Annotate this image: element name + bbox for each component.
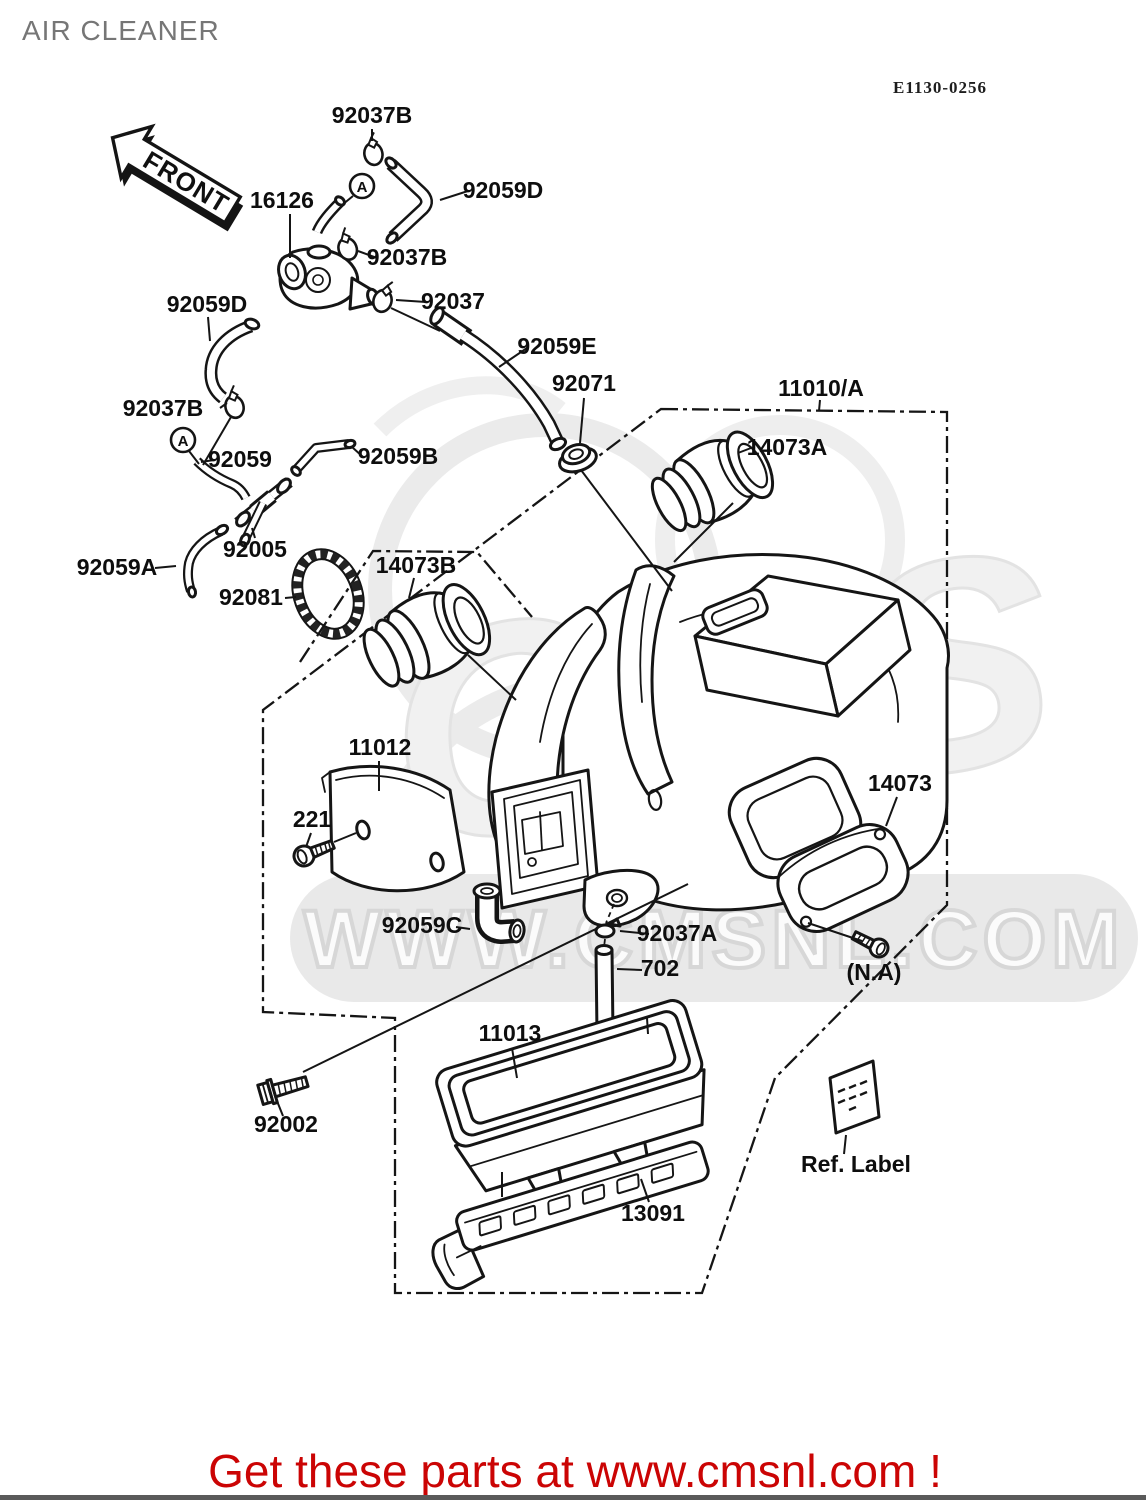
filter-tray-11013 (435, 999, 706, 1195)
detail-marker-a2: A (169, 426, 197, 454)
front-direction-arrow: FRONT (110, 123, 244, 232)
filter-element-13091 (431, 1140, 710, 1291)
callout-92081: 92081 (219, 584, 283, 610)
callout-92037: 92037 (421, 288, 485, 314)
callout-92005: 92005 (223, 536, 287, 562)
callout-11010a: 11010/A (778, 375, 864, 401)
diagram-code: E1130-0256 (893, 78, 987, 97)
duct-14073a (650, 430, 775, 533)
callout-702: 702 (641, 955, 679, 981)
callout-14073a: 14073A (747, 434, 828, 460)
bolt-92002 (256, 1075, 310, 1106)
bottom-edge-bar (0, 1495, 1146, 1500)
leader-92037a-up (605, 903, 615, 924)
callout-14073: 14073 (868, 770, 932, 796)
part-callouts: 92037B 92059D 16126 92037B 92037 92059D … (77, 102, 932, 1226)
assembly-box-14073b (299, 549, 533, 663)
callout-92071: 92071 (552, 370, 616, 396)
clamp-92037b-left (219, 383, 248, 422)
screw-na (850, 930, 890, 959)
side-plate-14073 (776, 823, 910, 933)
callout-92059b: 92059B (358, 443, 439, 469)
callout-13091: 13091 (621, 1200, 685, 1226)
detail-marker-a1: A (348, 172, 376, 200)
leader-lines (154, 129, 898, 1203)
callout-92059a: 92059A (77, 554, 158, 580)
callout-92037b-left: 92037B (123, 395, 204, 421)
callout-ref-label: Ref. Label (801, 1151, 911, 1177)
grommet-92071 (558, 443, 598, 474)
callout-92037a: 92037A (637, 920, 718, 946)
callout-11013: 11013 (479, 1020, 542, 1046)
footer-promo-text: Get these parts at www.cmsnl.com ! (208, 1445, 942, 1497)
duct-14073b (362, 583, 492, 688)
elbow-92059c (472, 882, 526, 944)
callout-11012: 11012 (349, 734, 412, 760)
callout-92059e: 92059E (517, 333, 596, 359)
callout-14073b: 14073B (376, 552, 457, 578)
screw-221 (292, 839, 336, 868)
watermark-swirl (373, 376, 566, 437)
callout-92037b-top: 92037B (332, 102, 413, 128)
ring-92081 (291, 548, 365, 640)
leader-702-up (603, 938, 606, 948)
front-arrow-shape (110, 123, 243, 226)
cover-plate-11012 (321, 764, 466, 893)
callout-16126: 16126 (250, 187, 314, 213)
valve-16126 (277, 244, 380, 311)
callout-92059c: 92059C (382, 912, 463, 938)
ref-label-sticker (828, 1059, 881, 1135)
clip-92037a (594, 917, 622, 939)
callout-na: (N.A) (847, 959, 902, 985)
svg-text:A: A (178, 433, 189, 450)
callout-92059d-right: 92059D (463, 177, 544, 203)
page-title: AIR CLEANER (22, 15, 220, 46)
callout-92037b-mid: 92037B (367, 244, 448, 270)
svg-text:A: A (357, 179, 368, 196)
callout-92002: 92002 (254, 1111, 318, 1137)
callout-221: 221 (293, 806, 332, 832)
leader-92002 (302, 883, 689, 1073)
callout-92059: 92059 (208, 446, 272, 472)
callout-92059d-left: 92059D (167, 291, 248, 317)
breather-hoses (182, 156, 568, 599)
housing-body-11010 (487, 553, 950, 928)
